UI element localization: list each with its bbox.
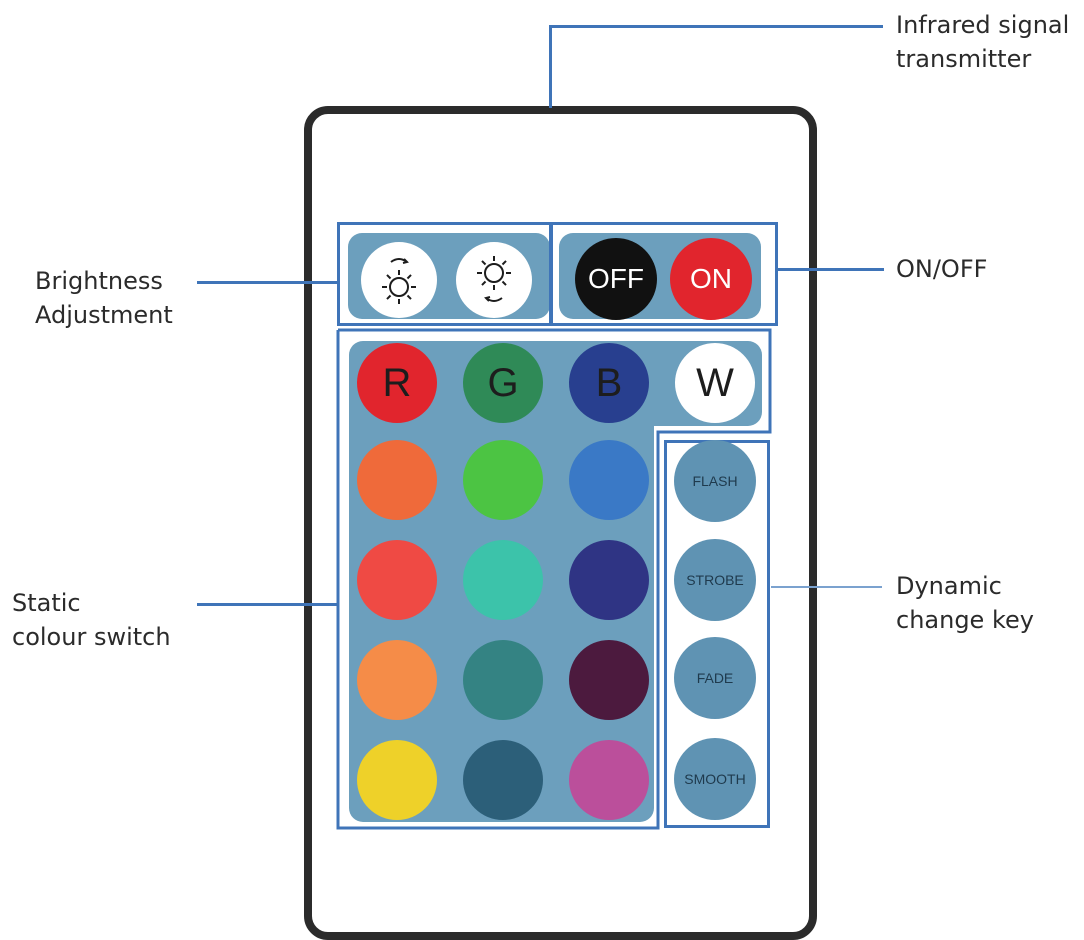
colour-button-2-1[interactable] [357, 540, 437, 620]
brightness-up-button[interactable] [361, 242, 437, 318]
onoff-label: ON/OFF [896, 255, 988, 283]
b-button[interactable]: B [569, 343, 649, 423]
smooth-button-label: SMOOTH [684, 771, 746, 787]
off-button-label: OFF [588, 263, 644, 294]
off-button[interactable]: OFF [575, 238, 657, 320]
smooth-button[interactable]: SMOOTH [674, 738, 756, 820]
transmitter-label: Infrared signal transmitter [896, 11, 1070, 73]
on-button[interactable]: ON [670, 238, 752, 320]
colour-button-1-1[interactable] [357, 440, 437, 520]
flash-button[interactable]: FLASH [674, 440, 756, 522]
onoff-leader [778, 268, 884, 271]
g-button-label: G [487, 360, 519, 405]
colour-button-1-2[interactable] [463, 440, 543, 520]
b-button-label: B [595, 360, 623, 405]
brightness-leader [197, 281, 339, 284]
brightness-down-icon [477, 256, 511, 302]
g-button[interactable]: G [463, 343, 543, 423]
colour-button-3-1[interactable] [357, 640, 437, 720]
fade-button-label: FADE [696, 670, 734, 686]
transmitter-leader-horizontal [549, 25, 883, 28]
r-button-label: R [382, 360, 412, 405]
flash-button-label: FLASH [692, 473, 738, 489]
strobe-button-label: STROBE [686, 572, 744, 588]
brightness-up-icon [382, 258, 416, 304]
static-leader [197, 603, 339, 606]
brightness-down-button[interactable] [456, 242, 532, 318]
colour-button-2-2[interactable] [463, 540, 543, 620]
colour-button-2-3[interactable] [569, 540, 649, 620]
dynamic-label: Dynamic change key [896, 572, 1034, 634]
w-button[interactable]: W [675, 343, 755, 423]
fade-button[interactable]: FADE [674, 637, 756, 719]
colour-button-4-2[interactable] [463, 740, 543, 820]
dynamic-leader [771, 586, 882, 588]
colour-button-4-1[interactable] [357, 740, 437, 820]
on-button-label: ON [690, 263, 732, 294]
strobe-button[interactable]: STROBE [674, 539, 756, 621]
r-button[interactable]: R [357, 343, 437, 423]
w-button-label: W [696, 360, 734, 405]
brightness-label: Brightness Adjustment [35, 267, 173, 329]
transmitter-leader-vertical [549, 25, 552, 108]
onoff-outline [550, 222, 778, 326]
colour-button-3-3[interactable] [569, 640, 649, 720]
colour-button-4-3[interactable] [569, 740, 649, 820]
colour-button-1-3[interactable] [569, 440, 649, 520]
colour-button-3-2[interactable] [463, 640, 543, 720]
static-label: Static colour switch [12, 589, 171, 651]
